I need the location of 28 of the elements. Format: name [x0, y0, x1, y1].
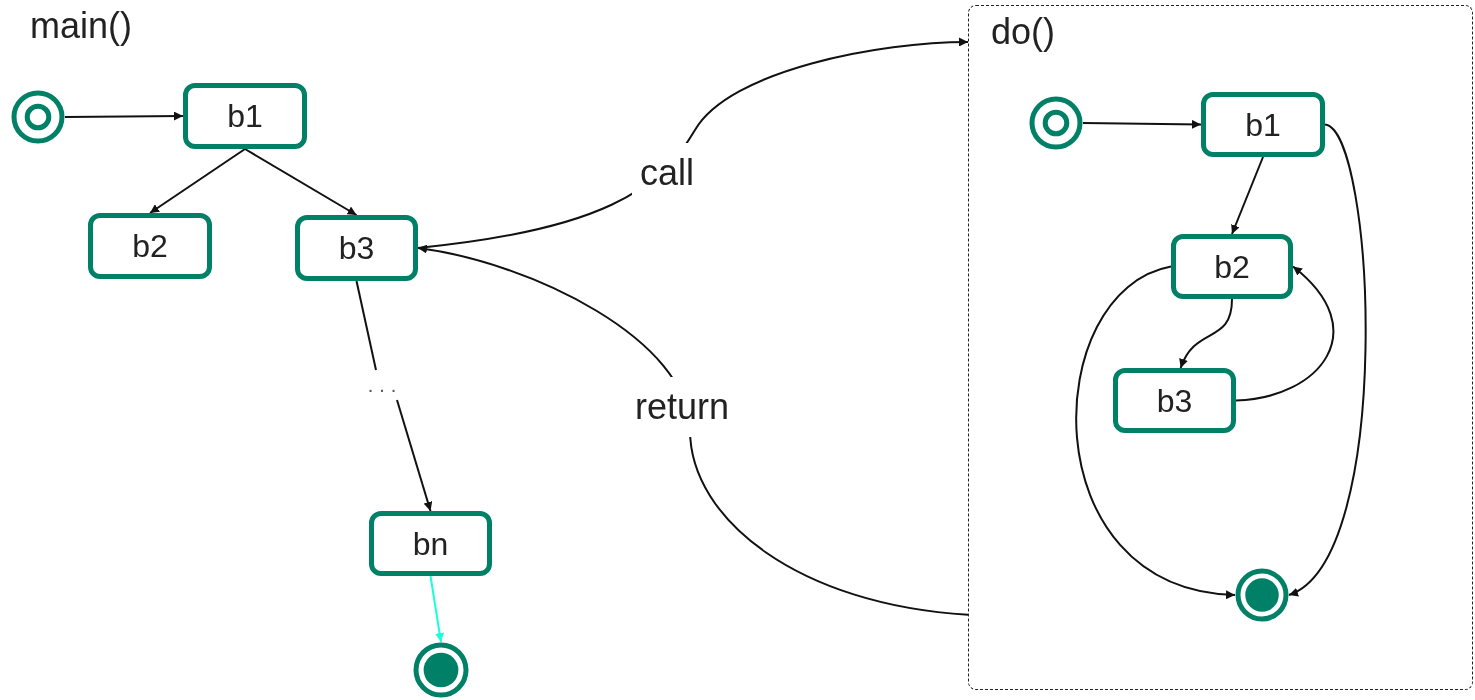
arrow	[1288, 123, 1367, 596]
block-box: b3	[1113, 368, 1236, 433]
arrow	[396, 399, 433, 512]
ellipsis-text: ...	[355, 370, 415, 400]
arrow	[1231, 156, 1264, 235]
function-frame	[968, 5, 1473, 690]
arrow	[244, 148, 358, 216]
block-box: b1	[1201, 92, 1325, 157]
arrow	[149, 148, 246, 214]
connector-line	[355, 280, 377, 371]
block-box: b2	[1171, 234, 1293, 299]
block-box: bn	[369, 511, 492, 576]
arrow	[429, 575, 445, 643]
arrow	[1235, 265, 1335, 402]
end-state-circle	[413, 642, 469, 698]
arrow	[1082, 119, 1202, 129]
arrow	[1076, 265, 1236, 599]
end-state-circle	[1235, 568, 1289, 622]
function-name: do()	[991, 14, 1056, 50]
arrow	[64, 111, 184, 121]
function-name: main()	[30, 8, 132, 44]
block-box: b2	[88, 213, 212, 279]
block-box: b3	[295, 215, 418, 281]
arrow	[1179, 298, 1233, 369]
arrow	[417, 245, 969, 616]
block-box: b1	[183, 83, 307, 149]
start-state-circle	[1029, 96, 1083, 150]
start-state-circle	[11, 90, 65, 144]
